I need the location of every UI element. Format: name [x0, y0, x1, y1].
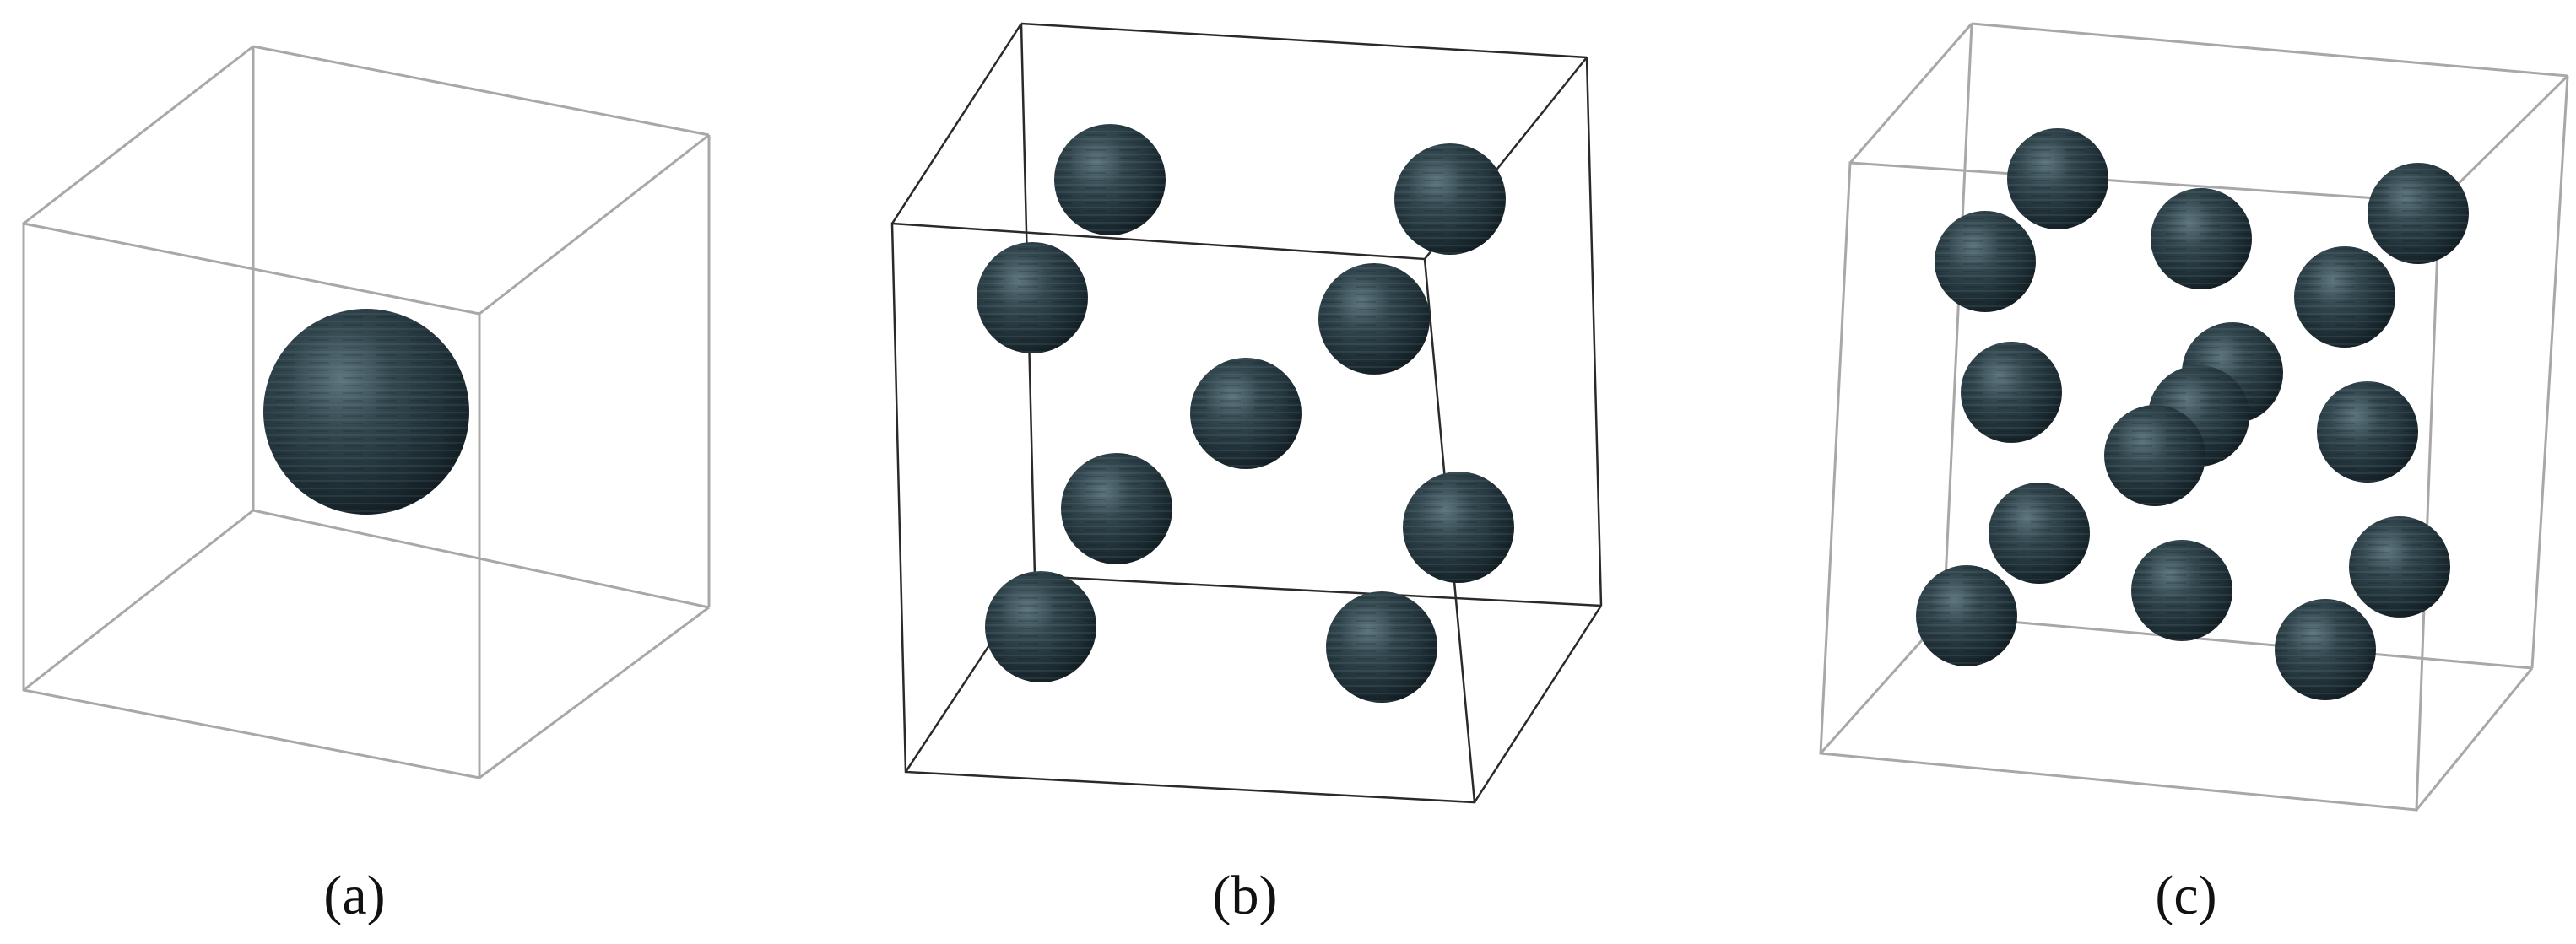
panel-c	[1819, 22, 2569, 812]
sphere-c-2	[2368, 163, 2469, 264]
sphere-c-12	[2349, 516, 2450, 618]
sphere-b-4	[1318, 263, 1430, 375]
sphere-c-10	[2104, 405, 2205, 506]
sphere-b-3	[977, 242, 1088, 353]
cube-back-edge-bottom	[252, 509, 710, 609]
cube-edge-bottom-left	[23, 509, 254, 692]
sphere-b-1	[1054, 124, 1166, 235]
sphere-c-9	[2317, 381, 2418, 483]
cube-edge-right-vertical	[1585, 57, 1603, 607]
cube-wireframe-a	[22, 45, 711, 779]
sphere-a-center	[263, 309, 469, 515]
sphere-b-7	[1403, 472, 1514, 583]
spheres-b	[977, 124, 1514, 703]
sphere-b-2	[1394, 143, 1506, 255]
sphere-b-9	[1326, 591, 1437, 703]
caption-panel-b: (b)	[1212, 865, 1278, 926]
sphere-c-15	[2275, 599, 2376, 700]
caption-panel-c: (c)	[2155, 865, 2217, 926]
sphere-c-3	[1935, 211, 2036, 312]
sphere-c-7	[1961, 342, 2062, 443]
sphere-b-8	[985, 571, 1096, 682]
sphere-c-5	[2294, 246, 2395, 348]
cube-edge-top-right	[479, 133, 710, 316]
panel-b	[890, 22, 1603, 804]
cube-edge-top-back	[1971, 22, 2568, 78]
caption-panel-a: (a)	[323, 865, 386, 926]
cube-back-edge-bottom	[1034, 574, 1602, 607]
sphere-c-13	[2131, 540, 2232, 641]
cube-edge-top-left	[1848, 23, 1973, 164]
sphere-b-6	[1061, 453, 1172, 564]
cube-edge-top-right	[2438, 74, 2569, 204]
cube-back-edge-bottom	[1943, 614, 2533, 670]
spheres-c	[1916, 128, 2469, 700]
sphere-b-5	[1190, 358, 1302, 469]
sphere-c-14	[1916, 565, 2017, 666]
cube-edge-bottom-right	[479, 606, 710, 779]
panel-a	[22, 45, 711, 779]
cube-back-face-edges	[252, 45, 710, 137]
cube-edge-top-back	[1020, 22, 1588, 59]
cube-edge-top-left	[890, 23, 1023, 224]
cube-edge-bottom-right	[1473, 605, 1603, 803]
cube-edge-right-vertical	[2530, 75, 2569, 669]
cube-edge-top-left	[23, 45, 254, 225]
sphere-c-1	[2007, 128, 2108, 229]
sphere-c-11	[1989, 483, 2090, 584]
cube-back-edge-vertical	[1942, 23, 1973, 617]
sphere-c-4	[2151, 188, 2252, 289]
cube-edge-bottom-right	[2415, 667, 2534, 811]
cube-wireframe-c	[1819, 22, 2569, 812]
